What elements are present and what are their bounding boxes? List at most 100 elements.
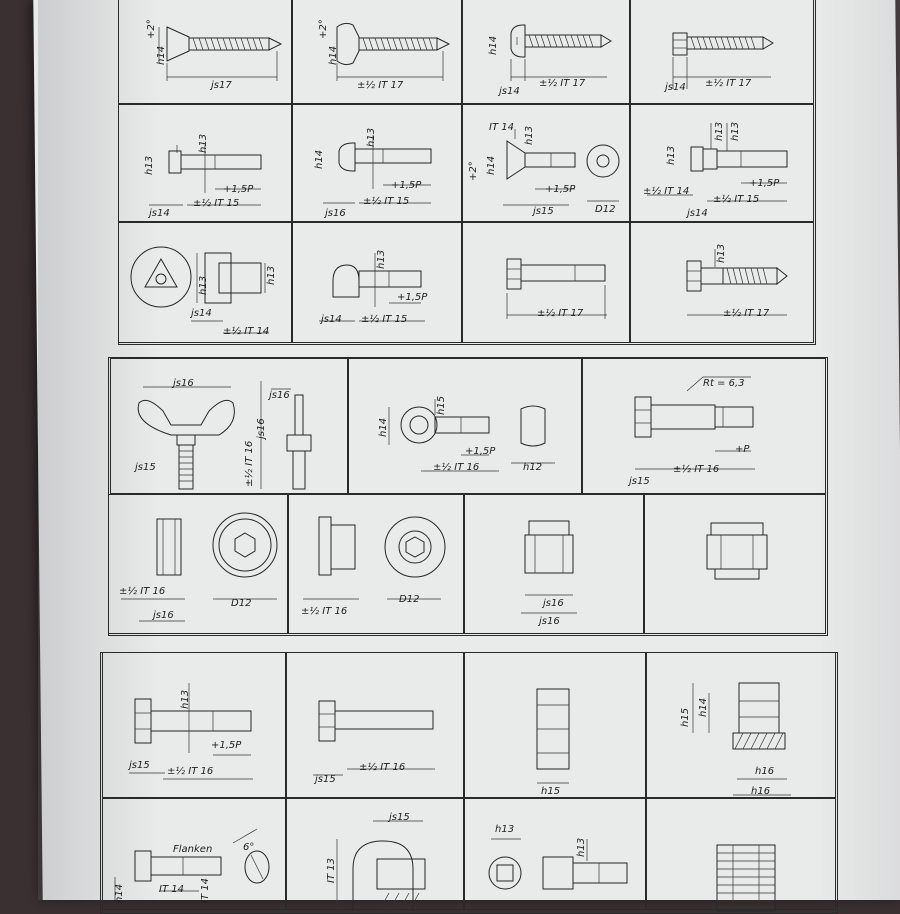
cell-raised-countersunk-tapping-screw: +2° h14 ±½ IT 17 <box>292 0 462 104</box>
head-height-label: h13 <box>198 275 209 295</box>
cell-countersunk-tapping-screw: +2° h14 js17 <box>118 0 292 104</box>
thread-length-label: +1,5P <box>545 184 576 195</box>
shank-tolerance-label: IT 14 <box>200 878 211 903</box>
wing-span-label: js16 <box>173 378 194 389</box>
head-width-label: js15 <box>129 760 150 771</box>
head-height-label: h13 <box>144 155 155 175</box>
length-tolerance-label: ±½ IT 16 <box>433 462 480 473</box>
cell-flange-nut-section: h15 h14 h16 h16 <box>646 652 836 798</box>
cell-hex-bolt-full-thread: js15 ±½ IT 16 <box>286 652 464 798</box>
head-width-label: js15 <box>629 476 650 487</box>
shank-label: h13 <box>376 249 387 269</box>
wing-screw-drawing <box>137 381 312 490</box>
cell-collar-socket-plug: ±½ IT 16 D12 <box>288 494 464 634</box>
angle-label: +2° <box>468 161 479 181</box>
length-tolerance-label: ±½ IT 15 <box>713 194 760 205</box>
length-tolerance-label: ±½ IT 15 <box>363 196 410 207</box>
shank-label: h13 <box>180 689 191 709</box>
width-label: js15 <box>389 812 410 823</box>
reduced-shank-bolt-drawing <box>634 376 755 470</box>
length-tolerance-label: ±½ IT 16 <box>167 766 214 777</box>
thread-length-label: +1,5P <box>465 446 496 457</box>
head-height-label: h14 <box>488 35 499 55</box>
head-diameter-label: h13 <box>495 824 515 835</box>
cell-cheese-head-screw: h13 h13 +1,5P js14 ±½ IT 15 <box>118 104 292 222</box>
hex-bolt-full-thread-drawing <box>313 700 435 776</box>
cell-eye-bolt: h14 h15 +1,5P ±½ IT 16 h12 <box>348 358 582 494</box>
head-width-label: js15 <box>315 774 336 785</box>
collar-height-label: h13 <box>266 265 277 285</box>
plug-width-label: js16 <box>539 616 560 627</box>
collar-socket-plug-drawing <box>303 516 446 600</box>
cell-hex-socket-plug: ±½ IT 16 js16 D12 <box>108 494 288 634</box>
head-width-label: js16 <box>543 598 564 609</box>
socket-cap-screw-drawing <box>488 838 628 890</box>
shank-label: h13 <box>716 243 727 263</box>
thread-length-label: +1,5P <box>223 184 254 195</box>
hex-nut-drawing <box>536 688 570 784</box>
length-tolerance-label: ±½ IT 17 <box>539 78 586 89</box>
cell-hex-bolt: ±½ IT 17 <box>462 222 630 343</box>
cell-pan-head-tapping-screw: h14 js14 ±½ IT 17 <box>462 0 630 104</box>
cell-hex-nut: h15 <box>464 652 646 798</box>
shank-label: h13 <box>524 125 535 145</box>
dome-head-bolt-drawing <box>319 253 425 322</box>
cell-pan-head-machine-screw: h14 h13 +1,5P js16 ±½ IT 15 <box>292 104 462 222</box>
roughness-label: Rt = 6,3 <box>703 378 745 389</box>
cell-hex-wood-screw: h13 ±½ IT 17 <box>630 222 814 343</box>
length-tolerance-label: ±½ IT 16 <box>673 464 720 475</box>
shank-label: h13 <box>198 133 209 153</box>
thread-tolerance-label: IT 14 <box>159 884 184 895</box>
flank-label: Flanken <box>173 844 213 855</box>
angle-label: 6° <box>243 842 255 853</box>
angle-label: +2° <box>318 19 329 39</box>
raised-countersunk-screw-drawing <box>336 22 451 81</box>
width-tolerance-label: ±½ IT 14 <box>223 326 270 337</box>
length-tolerance-label: ±½ IT 17 <box>357 80 404 91</box>
head-diameter-label: js14 <box>687 208 708 219</box>
countersink-label: IT 14 <box>489 122 514 133</box>
head-width-label: js14 <box>665 82 686 93</box>
head-height-label: h14 <box>314 149 325 169</box>
head-diameter-label: js14 <box>149 208 170 219</box>
eye-thickness-label: h15 <box>436 395 447 415</box>
socket-label: D12 <box>595 204 616 215</box>
cell-tri-lobular-head: h13 h13 js14 ±½ IT 14 <box>118 222 292 343</box>
head-height-label: h14 <box>328 45 339 65</box>
shank-label: h13 <box>366 127 377 147</box>
cell-countersunk-socket-screw: IT 14 h13 +2° h14 +1,5P js15 D12 <box>462 104 630 222</box>
length-tolerance-label: ±½ IT 16 <box>119 586 166 597</box>
hex-washer-head-screw-drawing <box>647 123 788 202</box>
hex-head-plug-drawing <box>521 520 577 614</box>
length-tolerance-label: ±½ IT 17 <box>705 78 752 89</box>
wing-height-label: js16 <box>256 418 267 439</box>
thread-length-label: +1,5P <box>211 740 242 751</box>
length-tolerance-label: ±½ IT 15 <box>361 314 408 325</box>
hex-head-tapping-screw-drawing <box>672 32 774 89</box>
thread-length-label: +1,5P <box>749 178 780 189</box>
slotted-flange-screw-drawing <box>114 828 270 909</box>
nut-height-label: h15 <box>541 786 561 797</box>
hex-bolt-partial-thread-drawing <box>129 683 253 780</box>
cheese-head-screw-drawing <box>149 145 262 206</box>
thread-pitch-label: +P <box>735 444 750 455</box>
cell-threaded-insert <box>646 798 836 912</box>
pan-head-machine-screw-drawing <box>323 135 432 204</box>
hex-wood-screw-drawing <box>686 249 788 316</box>
countersunk-socket-screw-drawing <box>503 129 620 206</box>
width-label: h16 <box>755 766 775 777</box>
ring-width-label: h12 <box>523 462 543 473</box>
dome-cap-nut-drawing <box>336 820 426 912</box>
cell-hex-washer-head-screw: h13 h13 h13 +1,5P ±½ IT 14 ±½ IT 15 js14 <box>630 104 814 222</box>
thread-length-label: +1,5P <box>391 180 422 191</box>
flange-nut-section-drawing <box>692 682 791 796</box>
collar-diameter-label: js15 <box>135 462 156 473</box>
head-height-label: h14 <box>114 883 125 903</box>
head-diameter-label: js16 <box>325 208 346 219</box>
flange-height-label: h14 <box>698 697 709 717</box>
cell-slotted-flange-screw: Flanken 6° IT 14 IT 14 h14 <box>102 798 286 910</box>
head-height-label: h14 <box>486 155 497 175</box>
wing-thickness-label: js16 <box>269 390 290 401</box>
length-tolerance-label: ±½ IT 17 <box>537 308 584 319</box>
length-tolerance-label: js17 <box>211 80 232 91</box>
